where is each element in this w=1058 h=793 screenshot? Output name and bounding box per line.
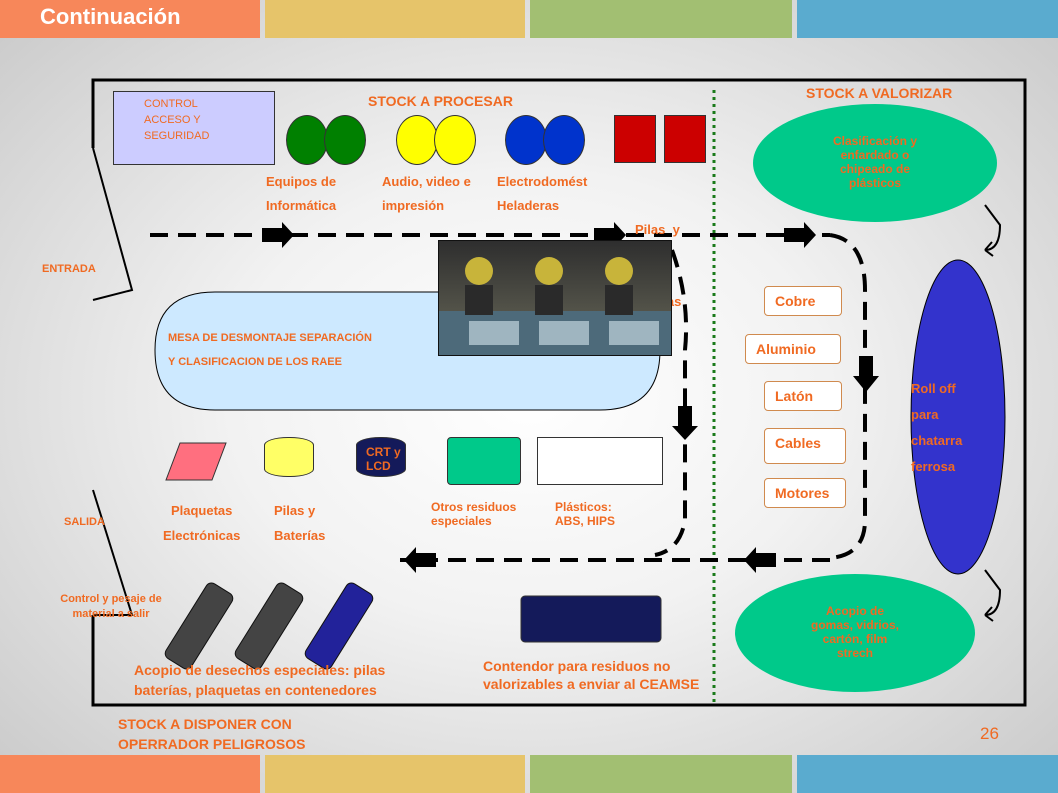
otros-label: Otros residuos especiales <box>431 500 517 528</box>
footer-band-green <box>530 755 792 793</box>
mesa-label: MESA DE DESMONTAJE SEPARACIÓN Y CLASIFIC… <box>168 332 372 368</box>
workers-image <box>438 240 672 356</box>
pilas-container <box>264 437 314 477</box>
footer-band-orange <box>0 755 260 793</box>
ceamse-container <box>520 595 662 643</box>
stock-valorizar-title: STOCK A VALORIZAR <box>806 85 953 101</box>
stock-pilas-icon-2 <box>664 115 706 163</box>
pilas-label: Pilas y Baterías <box>274 503 326 543</box>
bin-2 <box>234 582 304 670</box>
acopio-desechos-label: Acopio de desechos especiales: pilas bat… <box>134 662 386 698</box>
header-band-blue <box>797 0 1058 38</box>
control-acceso-box: CONTROL ACCESO Y SEGURIDAD <box>113 91 275 165</box>
metal-laton: Latón <box>764 381 842 411</box>
control-pesaje-label: Control y pesaje de material a salir <box>60 593 162 620</box>
clasificacion-ellipse: Clasificación y enfardado o chipeado de … <box>753 104 997 222</box>
plasticos-label: Plásticos: ABS, HIPS <box>555 500 616 528</box>
stock-procesar-title: STOCK A PROCESAR <box>368 93 513 109</box>
bin-3 <box>304 582 374 670</box>
stock-item-line2: impresión <box>382 198 445 213</box>
stock-electro-icon-1 <box>505 115 547 165</box>
stock-item-informatica: Equipos de Informática <box>266 170 336 218</box>
crt-container <box>356 437 406 477</box>
otros-container <box>447 437 521 485</box>
header-band-yellow <box>265 0 525 38</box>
arrow-left-2 <box>404 547 436 573</box>
stock-item-line2: Heladeras <box>497 198 560 213</box>
arrow-down-1 <box>853 356 879 392</box>
stock-item-line1: Pilas y <box>635 222 680 237</box>
plaquetas-shape <box>165 442 227 481</box>
stock-item-audio: Audio, video e impresión <box>382 170 471 218</box>
stock-pilas-icon-1 <box>614 115 656 163</box>
arrow-right-3 <box>784 222 816 248</box>
stock-item-line1: Electrodomést <box>497 174 588 189</box>
curved-arrow-2 <box>984 569 1002 622</box>
metal-aluminio: Aluminio <box>745 334 841 364</box>
arrow-left-1 <box>744 547 776 573</box>
header-band-green <box>530 0 792 38</box>
crt-label: CRT y LCD <box>366 445 401 473</box>
flow-inner-curve <box>654 249 689 557</box>
curved-arrow-1 <box>984 204 1002 257</box>
metal-motores: Motores <box>764 478 846 508</box>
contenedor-label: Contendor para residuos no valorizables … <box>483 658 700 692</box>
workers-illustration <box>439 257 671 355</box>
stock-disponer-label: STOCK A DISPONER CON OPERRADOR PELIGROSO… <box>118 716 306 752</box>
flow-right-curve <box>829 233 867 560</box>
stock-item-line1: Equipos de <box>266 174 337 189</box>
metal-cobre: Cobre <box>764 286 842 316</box>
acopio-gomas-ellipse: Acopio de gomas, vidrios, cartón, film s… <box>735 574 975 692</box>
plant-outline <box>91 78 1027 707</box>
stock-item-line1: Audio, video e <box>382 174 471 189</box>
arrow-right-1 <box>262 222 294 248</box>
roll-off-label: Roll off para chatarra ferrosa <box>911 381 963 474</box>
stock-item-electro: Electrodomést Heladeras <box>497 170 587 218</box>
header-band-orange <box>0 0 260 38</box>
control-acceso-label: CONTROL ACCESO Y SEGURIDAD <box>144 98 210 142</box>
plaquetas-label: Plaquetas Electrónicas <box>163 503 241 543</box>
stock-audio-icon-1 <box>396 115 438 165</box>
entrada-label: ENTRADA <box>42 263 96 275</box>
stock-item-line2: Informática <box>266 198 337 213</box>
footer-band-blue <box>797 755 1058 793</box>
stock-electro-icon-2 <box>543 115 585 165</box>
entrance-wall <box>92 147 134 301</box>
footer-band-yellow <box>265 755 525 793</box>
metal-cables: Cables <box>764 428 846 464</box>
exit-wall <box>92 489 134 616</box>
stock-audio-icon-2 <box>434 115 476 165</box>
stock-informatica-icon-1 <box>286 115 328 165</box>
stock-informatica-icon-2 <box>324 115 366 165</box>
roll-off-ellipse <box>910 259 1006 575</box>
page-number: 26 <box>980 724 999 743</box>
acopio-gomas-label: Acopio de gomas, vidrios, cartón, film s… <box>810 604 900 660</box>
page-title: Continuación <box>40 4 181 29</box>
plasticos-container <box>537 437 663 485</box>
clasificacion-label: Clasificación y enfardado o chipeado de … <box>832 134 918 190</box>
salida-label: SALIDA <box>64 516 105 528</box>
arrow-down-2 <box>672 406 698 440</box>
bin-1 <box>164 582 234 670</box>
